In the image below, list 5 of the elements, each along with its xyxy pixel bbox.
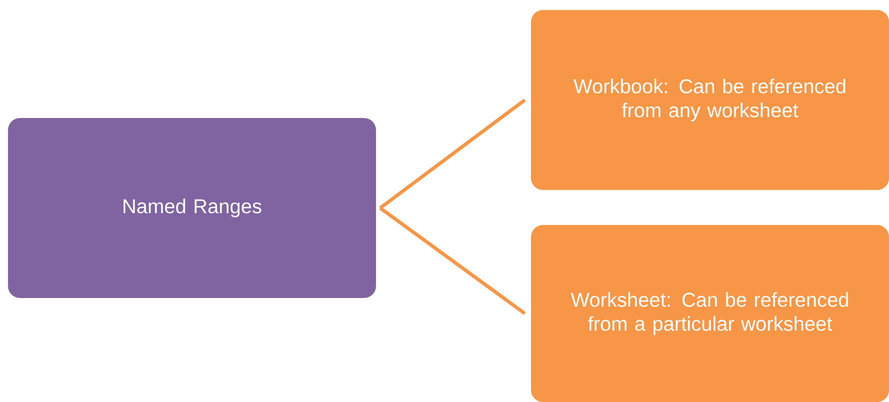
process-box: Workbook: Can be referenced from any worksheet: [531, 10, 889, 190]
connector-line: [379, 98, 526, 210]
process-box: Worksheet: Can be referenced from a particular worksheet: [531, 225, 889, 402]
connector-line: [379, 206, 526, 315]
process-box: Named Ranges: [8, 118, 376, 298]
